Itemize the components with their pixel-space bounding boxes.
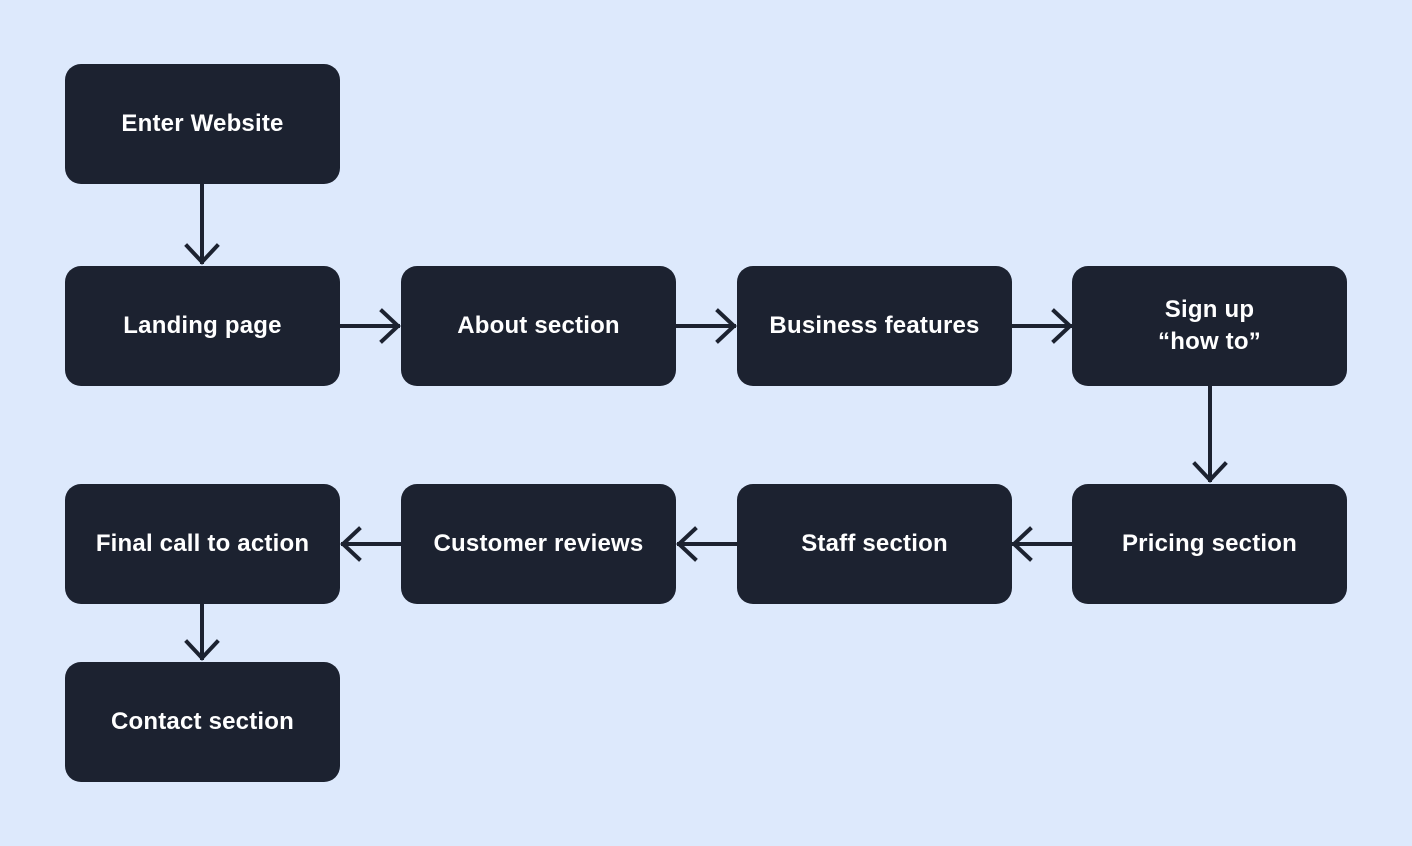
- node-about-section: About section: [401, 266, 676, 386]
- node-landing-page: Landing page: [65, 266, 340, 386]
- arrow-customer-reviews-to-final-call: [340, 526, 401, 562]
- arrow-business-features-to-sign-up: [1012, 308, 1073, 344]
- node-pricing-section: Pricing section: [1072, 484, 1347, 604]
- node-staff-section: Staff section: [737, 484, 1012, 604]
- node-final-call-to-action: Final call to action: [65, 484, 340, 604]
- node-contact-section: Contact section: [65, 662, 340, 782]
- arrow-staff-section-to-customer-reviews: [676, 526, 737, 562]
- arrow-about-section-to-business-features: [676, 308, 737, 344]
- arrow-pricing-section-to-staff-section: [1011, 526, 1072, 562]
- node-sign-up-how-to: Sign up “how to”: [1072, 266, 1347, 386]
- node-business-features: Business features: [737, 266, 1012, 386]
- node-customer-reviews: Customer reviews: [401, 484, 676, 604]
- arrow-landing-page-to-about-section: [340, 308, 401, 344]
- arrow-enter-website-to-landing-page: [184, 184, 220, 265]
- node-enter-website: Enter Website: [65, 64, 340, 184]
- arrow-sign-up-to-pricing-section: [1192, 386, 1228, 483]
- arrow-final-call-to-contact-section: [184, 604, 220, 661]
